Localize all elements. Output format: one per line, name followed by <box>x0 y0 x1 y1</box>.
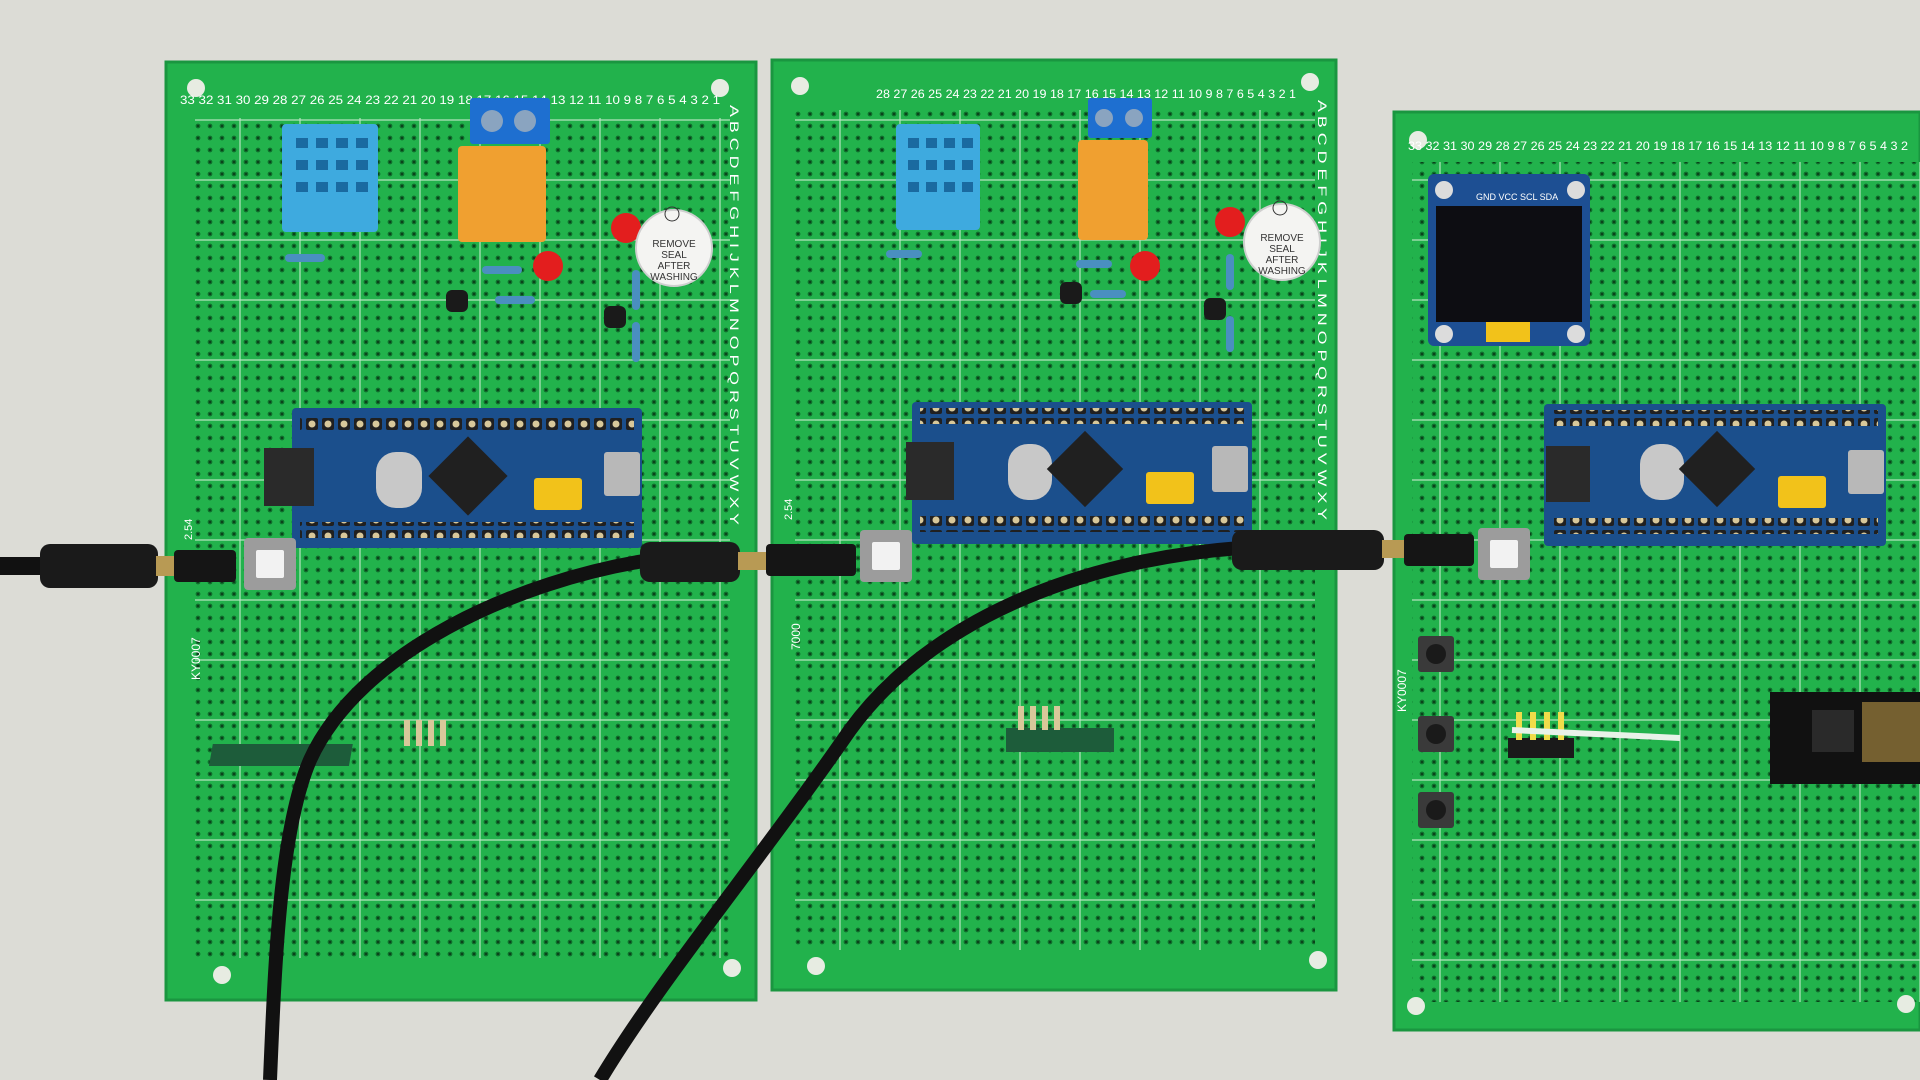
power-switch <box>244 538 296 590</box>
transistor <box>1204 298 1226 320</box>
resistor <box>1090 290 1126 298</box>
mount-hole <box>1407 997 1425 1015</box>
pitch-mark: 2.54 <box>783 499 795 520</box>
resistor <box>1226 254 1234 290</box>
dht11-sensor <box>896 124 980 230</box>
resistor <box>632 322 640 362</box>
power-cable <box>263 553 652 1080</box>
dc-plug <box>40 544 236 588</box>
resistor <box>495 296 535 304</box>
power-cable <box>593 541 1241 1080</box>
brand-mark: 7000 <box>789 623 803 650</box>
buzzer-label: WASHING <box>650 272 698 283</box>
buzzer-label: SEAL <box>661 250 687 261</box>
tactile-button <box>1418 716 1454 752</box>
dc-plug <box>1232 530 1474 570</box>
power-switch <box>1478 528 1530 580</box>
mount-hole <box>711 79 729 97</box>
red-led <box>611 213 641 243</box>
buzzer-label: WASHING <box>1258 266 1306 277</box>
buzzer-label: REMOVE <box>1260 233 1304 244</box>
row-letters: A B C D E F G H I J K L M N O P Q R S T … <box>1315 100 1329 520</box>
resistor <box>886 250 922 258</box>
transistor <box>446 290 468 312</box>
board-left: 33 32 31 30 29 28 27 26 25 24 23 22 21 2… <box>164 60 758 1002</box>
buzzer: REMOVE SEAL AFTER WASHING <box>635 206 713 287</box>
row-letters: A B C D E F G H I J K L M N O P Q R S T … <box>727 105 741 525</box>
stm32-board <box>906 402 1252 544</box>
resistor <box>1076 260 1112 268</box>
pin-header <box>1508 712 1681 758</box>
pitch-mark: 2.54 <box>183 519 195 540</box>
buzzer-label: SEAL <box>1269 244 1295 255</box>
red-led <box>1215 207 1245 237</box>
brand-mark: KY0007 <box>189 637 203 680</box>
buzzer-label: AFTER <box>658 261 691 272</box>
mount-hole <box>723 959 741 977</box>
relay-module <box>1078 98 1152 240</box>
mount-hole <box>187 79 205 97</box>
resistor <box>482 266 522 274</box>
oled-display: GND VCC SCL SDA <box>1428 174 1590 346</box>
buzzer: REMOVE SEAL AFTER WASHING <box>1243 200 1321 281</box>
tactile-button <box>1418 792 1454 828</box>
power-switch <box>860 530 912 582</box>
mount-hole <box>213 966 231 984</box>
oled-pin-labels: GND VCC SCL SDA <box>1476 192 1558 202</box>
board-middle: 28 27 26 25 24 23 22 21 20 19 18 17 16 1… <box>770 58 1338 992</box>
stm32-board <box>264 408 642 548</box>
dc-plug <box>640 542 856 582</box>
mount-hole <box>1309 951 1327 969</box>
nrf-adapter-module <box>1006 706 1114 752</box>
transistor <box>1060 282 1082 304</box>
column-numbers: 33 32 31 30 29 28 27 26 25 24 23 22 21 2… <box>1408 139 1908 153</box>
buzzer-label: AFTER <box>1266 255 1299 266</box>
mount-hole <box>807 957 825 975</box>
board-right: 33 32 31 30 29 28 27 26 25 24 23 22 21 2… <box>1392 110 1920 1032</box>
mount-hole <box>1301 73 1319 91</box>
mount-hole <box>1897 995 1915 1013</box>
nrf24l01-module <box>1770 692 1920 784</box>
tactile-button <box>1418 636 1454 672</box>
mount-hole <box>791 77 809 95</box>
buzzer-label: REMOVE <box>652 239 696 250</box>
column-numbers: 33 32 31 30 29 28 27 26 25 24 23 22 21 2… <box>180 93 720 107</box>
resistor <box>285 254 325 262</box>
red-led <box>1130 251 1160 281</box>
dht11-sensor <box>282 124 378 232</box>
red-led <box>533 251 563 281</box>
resistor <box>632 270 640 310</box>
transistor <box>604 306 626 328</box>
relay-module <box>458 98 550 242</box>
stm32-board <box>1544 404 1886 546</box>
mount-hole <box>1409 131 1427 149</box>
brand-mark: KY0007 <box>1395 669 1409 712</box>
column-numbers: 28 27 26 25 24 23 22 21 20 19 18 17 16 1… <box>876 87 1296 101</box>
resistor <box>1226 316 1234 352</box>
